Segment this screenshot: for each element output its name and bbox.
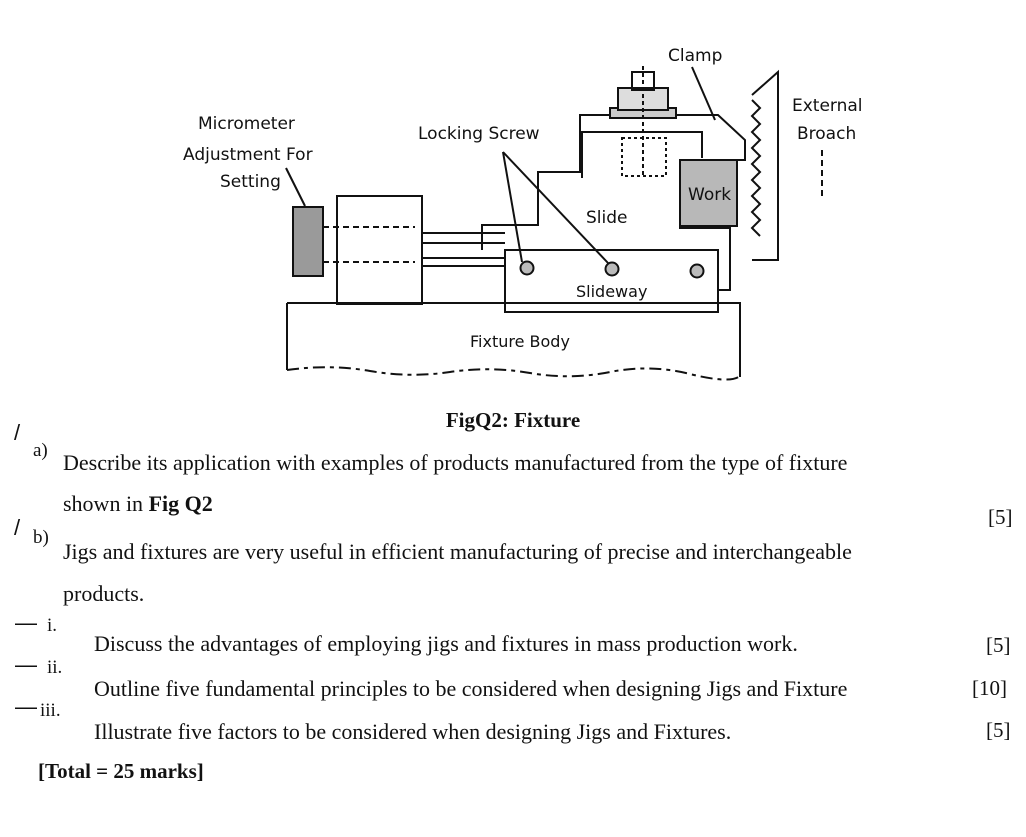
label-micrometer-1: Micrometer: [198, 114, 295, 134]
locking-screw-3: [689, 263, 705, 279]
check-mark-b: /: [14, 515, 21, 540]
label-micrometer-2: Adjustment For: [183, 145, 313, 165]
dash-iii: —: [15, 694, 37, 719]
item-i-num: i.: [47, 615, 58, 636]
item-ii-marks: [10]: [972, 676, 1007, 700]
question-a-marks: [5]: [988, 505, 1013, 529]
check-mark-a: /: [14, 420, 21, 445]
label-fixture-body: Fixture Body: [470, 332, 570, 351]
label-locking-screw: Locking Screw: [418, 124, 540, 144]
label-clamp: Clamp: [668, 46, 722, 66]
label-slideway: Slideway: [576, 282, 647, 301]
label-micrometer-3: Setting: [220, 172, 281, 192]
item-i-text: Discuss the advantages of employing jigs…: [94, 631, 798, 656]
label-slide: Slide: [586, 208, 628, 228]
item-iii-text: Illustrate five factors to be considered…: [94, 719, 732, 744]
question-a-line2: shown in Fig Q2: [63, 491, 213, 516]
question-a-line1: Describe its application with examples o…: [63, 450, 848, 475]
micrometer-knob: [292, 206, 324, 277]
item-iii-marks: [5]: [986, 718, 1011, 742]
item-ii-text: Outline five fundamental principles to b…: [94, 676, 848, 701]
figure-caption: FigQ2: Fixture: [445, 408, 581, 432]
slideway: [504, 249, 719, 313]
question-b-line2: products.: [63, 581, 145, 606]
external-broach: [750, 69, 779, 261]
question-b-line1: Jigs and fixtures are very useful in eff…: [63, 539, 852, 564]
question-a-label: a): [33, 440, 48, 461]
fixture-diagram: Clamp External Broach Micrometer Adjustm…: [183, 46, 863, 381]
work-piece: [679, 159, 738, 227]
label-broach: Broach: [797, 124, 856, 144]
label-work: Work: [688, 185, 731, 205]
item-i-marks: [5]: [986, 633, 1011, 657]
micrometer-housing: [336, 195, 423, 305]
item-iii-num: iii.: [40, 700, 61, 721]
fig-ref: Fig Q2: [148, 491, 213, 516]
question-b-label: b): [33, 527, 49, 548]
dash-ii: —: [15, 652, 37, 677]
locking-screw-1: [519, 260, 535, 276]
locking-screw-2: [604, 261, 620, 277]
dash-i: —: [15, 610, 37, 635]
total-marks: [Total = 25 marks]: [38, 759, 204, 783]
label-external: External: [792, 96, 863, 116]
fixture-body-break-line: [286, 366, 741, 381]
item-ii-num: ii.: [47, 657, 63, 678]
fixture-body: [287, 302, 741, 377]
